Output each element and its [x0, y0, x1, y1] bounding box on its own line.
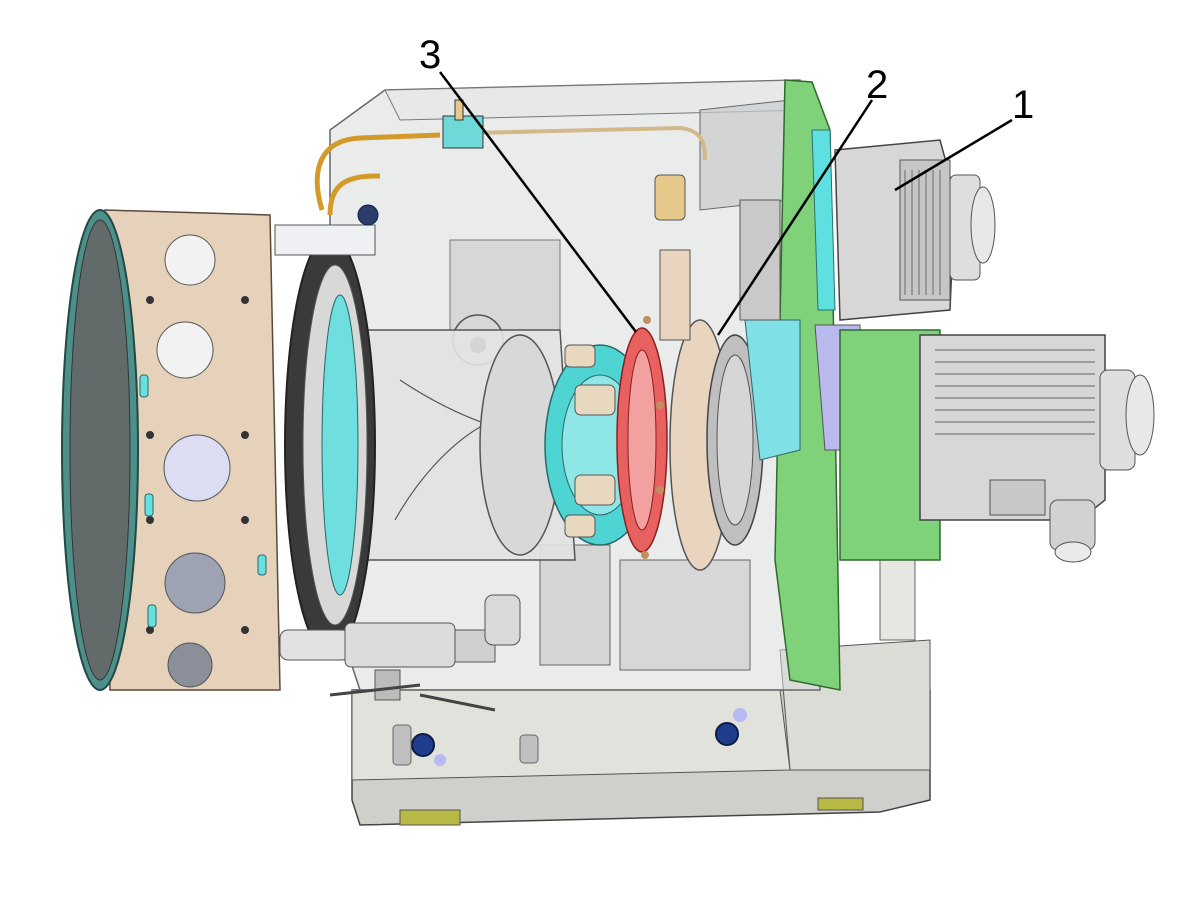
leader-line-3 — [439, 71, 637, 333]
callout-1: 1 — [1012, 83, 1034, 127]
tool-pocket — [156, 321, 214, 379]
lower-motor — [919, 334, 1155, 563]
top-bracket — [274, 204, 379, 256]
leader-line-2 — [716, 99, 874, 336]
leader-line-1 — [894, 118, 1013, 192]
tool-pocket — [163, 434, 231, 502]
bolt-icon — [411, 733, 435, 757]
gear-ring — [654, 174, 801, 571]
tool-pocket — [167, 642, 213, 688]
mounting-frame — [774, 79, 941, 691]
tool-pocket — [164, 552, 226, 614]
leader-lines — [439, 71, 1013, 336]
brake-disc — [616, 316, 668, 559]
callout-2: 2 — [866, 63, 888, 107]
pipe-coupling — [279, 594, 521, 712]
callout-3: 3 — [419, 33, 441, 77]
turret-disc — [61, 209, 376, 691]
base-plate — [351, 639, 931, 826]
tool-pocket — [164, 234, 216, 286]
bolt-icon — [715, 722, 739, 746]
upper-motor — [834, 139, 996, 321]
